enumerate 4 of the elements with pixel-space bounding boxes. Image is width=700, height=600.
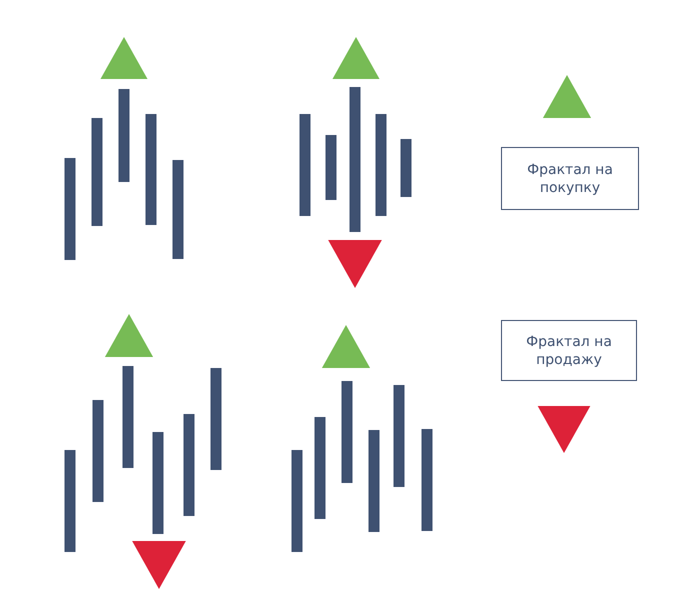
- label-box: [501, 147, 639, 210]
- label-box: [501, 320, 637, 381]
- fractal-caption: Фрактал на покупку: [526, 160, 614, 196]
- fractal-caption: Фрактал на продажу: [525, 332, 613, 368]
